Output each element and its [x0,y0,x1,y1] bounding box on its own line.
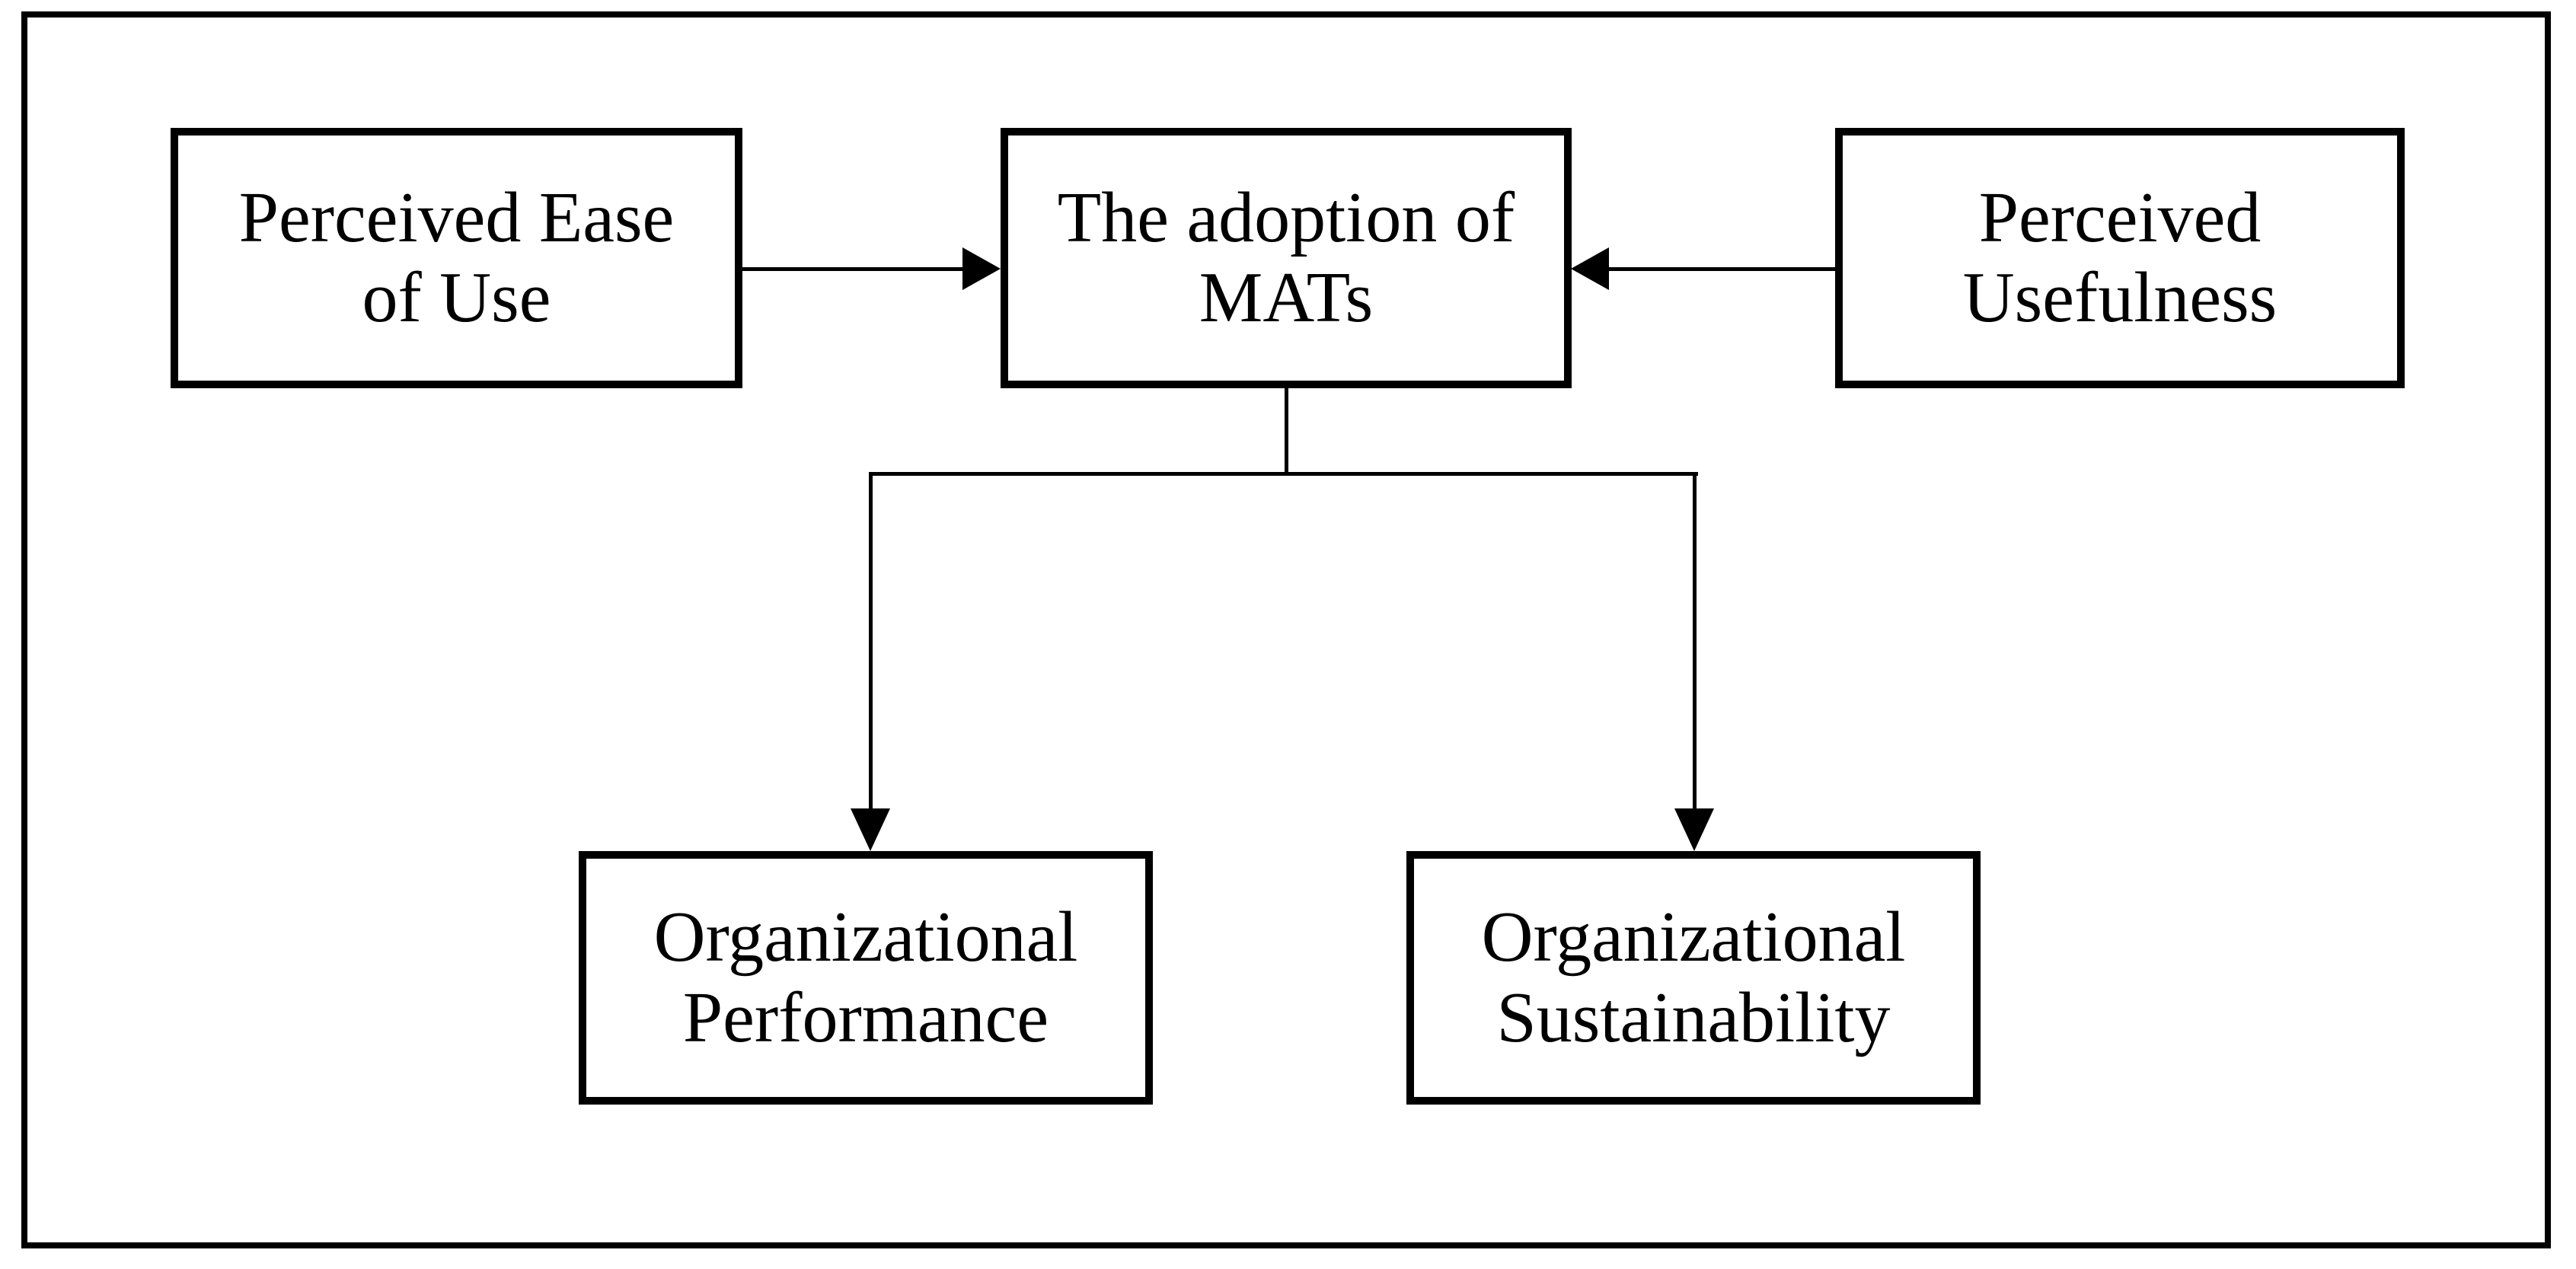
box-label-adoption-of-mats: The adoption of MATs [1057,177,1515,337]
box-adoption-of-mats: The adoption of MATs [1001,128,1572,388]
box-label-organizational-sustainability: Organizational Sustainability [1481,898,1906,1057]
box-perceived-usefulness: Perceived Usefulness [1835,128,2405,388]
arrowhead-right-icon [962,247,1001,290]
box-perceived-ease-of-use: Perceived Ease of Use [171,128,742,388]
connector-split-horizontal [870,472,1698,476]
arrow-line-adoption-to-sustainability [1693,472,1697,811]
box-organizational-performance: Organizational Performance [579,851,1153,1105]
arrow-line-adoption-to-performance [869,472,873,811]
box-organizational-sustainability: Organizational Sustainability [1406,851,1981,1105]
diagram-outer-frame [21,11,2551,1248]
connector-stem-adoption [1285,386,1288,475]
arrow-line-peou-to-adoption [740,267,966,271]
box-label-organizational-performance: Organizational Performance [653,898,1078,1057]
box-label-perceived-usefulness: Perceived Usefulness [1962,177,2278,337]
arrowhead-down-right-icon [1674,808,1714,851]
arrowhead-left-icon [1571,247,1609,290]
box-label-perceived-ease-of-use: Perceived Ease of Use [238,177,675,337]
arrow-line-pu-to-adoption [1608,267,1835,271]
arrowhead-down-left-icon [851,808,890,851]
